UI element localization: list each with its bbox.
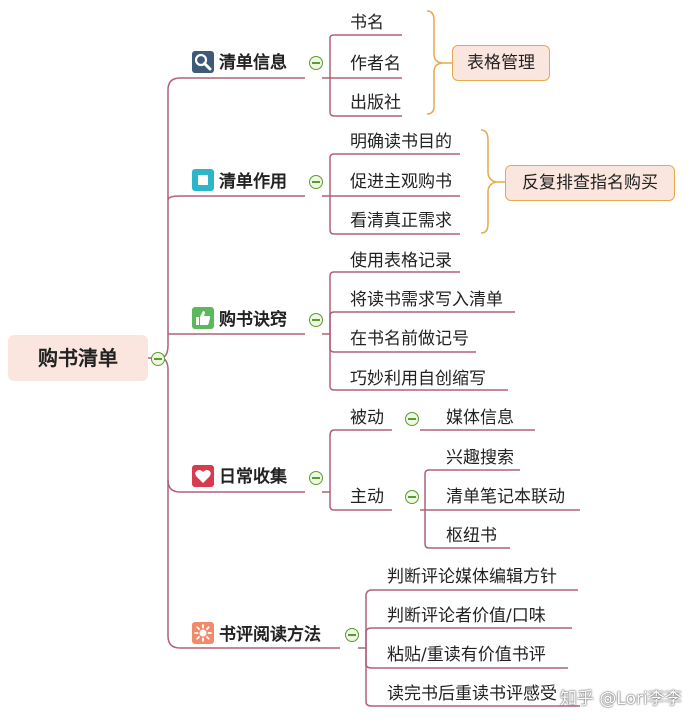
leaf-promote-active-buying[interactable]: 促进主观购书	[350, 172, 452, 192]
collapse-toggle-list-purpose[interactable]	[309, 175, 323, 189]
leaf-publisher[interactable]: 出版社	[350, 93, 401, 113]
collapse-toggle-list-info[interactable]	[309, 56, 323, 70]
leaf-paste-reread-reviews[interactable]: 粘贴/重读有价值书评	[387, 645, 546, 665]
sun-icon	[192, 622, 214, 644]
leaf-judge-reviewer-taste[interactable]: 判断评论者价值/口味	[387, 606, 546, 626]
branch-title-daily-collection[interactable]: 日常收集	[219, 467, 287, 487]
leaf-book-title[interactable]: 书名	[350, 13, 384, 33]
branch-title-buying-tips[interactable]: 购书诀窍	[219, 310, 287, 330]
leaf-hub-book[interactable]: 枢纽书	[446, 526, 497, 546]
square-icon	[192, 169, 214, 191]
leaf-reread-after-finishing[interactable]: 读完书后重读书评感受	[387, 684, 557, 704]
collapse-toggle-daily-collection[interactable]	[309, 471, 323, 485]
sub-passive[interactable]: 被动	[350, 408, 384, 428]
leaf-media-info[interactable]: 媒体信息	[446, 408, 514, 428]
leaf-notebook-link[interactable]: 清单笔记本联动	[446, 487, 565, 507]
leaf-use-abbreviations[interactable]: 巧妙利用自创缩写	[350, 369, 486, 389]
summary-table-management[interactable]: 表格管理	[452, 45, 550, 81]
branch-title-list-info[interactable]: 清单信息	[219, 53, 287, 73]
thumbs-up-icon	[192, 307, 214, 329]
leaf-mark-before-title[interactable]: 在书名前做记号	[350, 329, 469, 349]
leaf-use-table[interactable]: 使用表格记录	[350, 251, 452, 271]
leaf-author-name[interactable]: 作者名	[350, 54, 401, 74]
leaf-judge-media-policy[interactable]: 判断评论媒体编辑方针	[387, 567, 557, 587]
magnifier-icon	[192, 51, 214, 73]
collapse-toggle-passive[interactable]	[405, 412, 419, 426]
leaf-write-needs-in-list[interactable]: 将读书需求写入清单	[350, 290, 503, 310]
branch-title-list-purpose[interactable]: 清单作用	[219, 172, 287, 192]
sub-active[interactable]: 主动	[350, 487, 384, 507]
collapse-toggle-buying-tips[interactable]	[309, 313, 323, 327]
leaf-clarify-reading-goal[interactable]: 明确读书目的	[350, 132, 452, 152]
heart-icon	[192, 465, 214, 487]
watermark: 知乎 @Lori李李	[560, 689, 682, 709]
root-collapse-toggle[interactable]	[151, 352, 165, 366]
summary-repeated-check[interactable]: 反复排查指名购买	[505, 165, 675, 201]
leaf-interest-search[interactable]: 兴趣搜索	[446, 448, 514, 468]
leaf-see-real-needs[interactable]: 看清真正需求	[350, 211, 452, 231]
branch-title-review-reading[interactable]: 书评阅读方法	[219, 625, 321, 645]
collapse-toggle-review-reading[interactable]	[345, 628, 359, 642]
collapse-toggle-active[interactable]	[405, 490, 419, 504]
root-node[interactable]: 购书清单	[8, 335, 148, 381]
